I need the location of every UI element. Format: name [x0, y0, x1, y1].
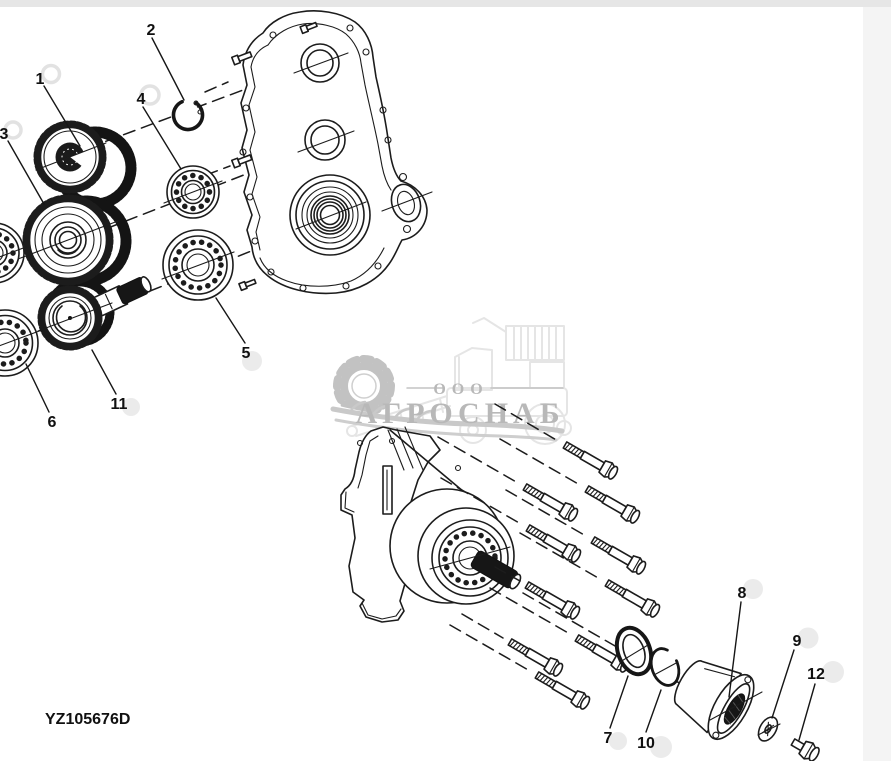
oil-seal-7 [614, 625, 654, 677]
svg-text:7: 7 [604, 730, 613, 747]
cover-stud-1 [230, 51, 253, 66]
upper-exploded-view [0, 10, 433, 377]
stud-axis-1 [204, 81, 229, 93]
cap-screw [505, 634, 566, 680]
cap-screw [582, 481, 643, 527]
agrosnab-watermark: ООО АГРОСНАБ [330, 317, 572, 445]
callout-10: 10 [637, 689, 662, 752]
bolt-12 [790, 738, 820, 761]
callout-2: 2 [147, 22, 185, 101]
cover-stud-4 [238, 278, 257, 292]
callout-6: 6 [25, 363, 57, 431]
svg-text:4: 4 [137, 91, 146, 108]
page-right-strip [863, 7, 891, 761]
axis-line-middle [107, 145, 319, 229]
output-drum [389, 488, 515, 605]
snap-ring-2 [171, 98, 205, 132]
output-coupler-8 [673, 660, 755, 740]
wheat-swoosh-icon [330, 400, 565, 442]
callout-3: 3 [0, 126, 45, 205]
bolt-axis-lines [437, 403, 689, 689]
svg-text:5: 5 [242, 345, 251, 362]
svg-text:1: 1 [36, 71, 45, 88]
callout-11: 11 [91, 349, 128, 413]
cover-stud-2 [230, 154, 253, 169]
center-lines-upper [0, 52, 433, 347]
bearing-edge-upper [0, 222, 25, 284]
cover-middle-bore [304, 119, 346, 161]
callout-7: 7 [604, 675, 629, 747]
gearbox-cover [230, 10, 428, 295]
callout-8: 8 [728, 585, 747, 698]
svg-text:11: 11 [111, 396, 128, 413]
cover-output-boss [289, 174, 371, 256]
cap-screw [520, 479, 581, 525]
page-top-strip [0, 0, 891, 7]
svg-text:3: 3 [0, 126, 9, 143]
svg-text:2: 2 [147, 22, 156, 39]
splined-shaft [470, 550, 522, 590]
lower-exploded-view [340, 403, 820, 761]
bearing-6 [0, 309, 39, 377]
cap-screw [602, 575, 663, 621]
drawing-code-label: YZ105676D [45, 711, 130, 728]
cover-stud-3 [299, 21, 318, 35]
center-lines-lower [429, 546, 781, 736]
cap-screw [523, 520, 584, 566]
washer-9 [757, 716, 779, 742]
watermark-company-prefix: ООО [433, 381, 488, 398]
watermark-ghost-circles [3, 63, 844, 758]
cap-screw [588, 532, 649, 578]
cap-screw [560, 437, 621, 483]
svg-text:6: 6 [48, 414, 57, 431]
svg-text:10: 10 [637, 735, 655, 752]
callout-4: 4 [137, 91, 182, 170]
gear-11 [37, 285, 103, 351]
cap-screw [522, 577, 583, 623]
svg-text:9: 9 [793, 633, 802, 650]
svg-text:8: 8 [738, 585, 747, 602]
cap-screw [532, 667, 593, 713]
watermark-company-name: АГРОСНАБ [355, 397, 564, 430]
callout-9: 9 [771, 633, 802, 719]
cover-bolt-holes [239, 24, 392, 292]
callout-5: 5 [215, 297, 251, 362]
callouts: 1 2 3 4 5 6 7 8 [0, 22, 825, 752]
callout-12: 12 [798, 666, 825, 741]
callout-1: 1 [36, 71, 81, 147]
svg-text:12: 12 [807, 666, 825, 683]
